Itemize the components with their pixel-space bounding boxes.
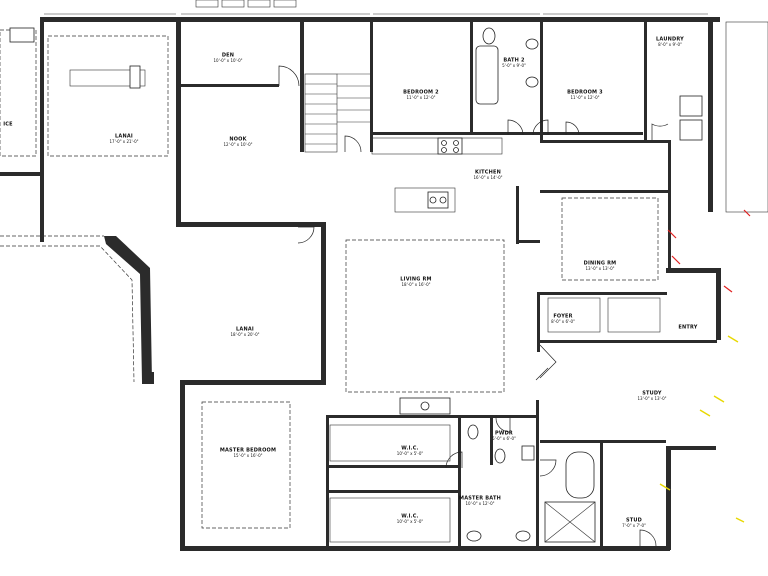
room-label-kitchen: KITCHEN bbox=[475, 170, 501, 176]
room-label-wic-1: W.I.C. bbox=[401, 446, 419, 452]
room-label-master-bath: MASTER BATH bbox=[459, 496, 501, 502]
room-label-bedroom-3: BEDROOM 3 bbox=[567, 90, 603, 96]
room-label-bath-2: BATH 2 bbox=[503, 58, 525, 64]
room-dim-living: 18'-0" x 16'-0" bbox=[402, 282, 431, 287]
room-label-nook: NOOK bbox=[229, 137, 247, 143]
exterior-walls bbox=[0, 17, 721, 551]
room-dim-laundry: 8'-0" x 9'-0" bbox=[658, 42, 682, 47]
room-label-foyer: FOYER bbox=[553, 314, 572, 320]
markup-marks bbox=[659, 209, 751, 523]
room-label-bedroom-2: BEDROOM 2 bbox=[403, 90, 439, 96]
room-dim-den: 10'-0" x 10'-0" bbox=[214, 58, 243, 63]
room-dim-bedroom-2: 11'-0" x 12'-0" bbox=[407, 95, 436, 100]
room-label-study: STUDY bbox=[642, 391, 662, 397]
room-dim-bedroom-3: 11'-0" x 12'-0" bbox=[571, 95, 600, 100]
room-label-lanai-lower: LANAI bbox=[236, 327, 254, 333]
door-swings bbox=[278, 65, 669, 547]
fixtures bbox=[9, 27, 703, 543]
title-block-fragment bbox=[195, 0, 297, 8]
room-label-entry: ENTRY bbox=[678, 325, 697, 331]
room-label-den: DEN bbox=[222, 53, 234, 59]
room-dim-master-bedroom: 15'-0" x 16'-0" bbox=[234, 453, 263, 458]
room-dim-wic-2: 10'-0" x 5'-0" bbox=[397, 519, 424, 524]
room-dim-wic-1: 10'-0" x 5'-0" bbox=[397, 451, 424, 456]
room-dim-bath-2: 5'-0" x 9'-0" bbox=[502, 63, 526, 68]
room-label-living: LIVING RM bbox=[400, 277, 431, 283]
room-dim-pwdr: 5'-0" x 6'-0" bbox=[492, 436, 516, 441]
room-dim-foyer: 8'-0" x 6'-0" bbox=[551, 319, 575, 324]
room-dim-dining: 13'-0" x 13'-0" bbox=[586, 266, 615, 271]
room-label-ice: ICE bbox=[3, 122, 13, 128]
room-dim-nook: 12'-0" x 10'-0" bbox=[224, 142, 253, 147]
lanai-bay-walls bbox=[0, 235, 154, 384]
room-dim-kitchen: 16'-0" x 14'-0" bbox=[474, 175, 503, 180]
room-label-stud: STUD bbox=[626, 518, 642, 524]
stairs bbox=[304, 73, 370, 153]
room-dim-lanai-lower: 18'-0" x 20'-0" bbox=[231, 332, 260, 337]
room-label-laundry: LAUNDRY bbox=[656, 37, 684, 43]
room-label-dining: DINING RM bbox=[584, 261, 617, 267]
room-dim-stud: 7'-0" x 7'-0" bbox=[622, 523, 646, 528]
room-label-lanai-upper: LANAI bbox=[115, 134, 133, 140]
room-label-wic-2: W.I.C. bbox=[401, 514, 419, 520]
room-labels: LANAI 17'-0" x 21'-0" DEN 10'-0" x 10'-0… bbox=[3, 37, 697, 529]
interior-walls bbox=[181, 22, 717, 550]
room-dim-study: 13'-0" x 13'-0" bbox=[638, 396, 667, 401]
room-dim-master-bath: 10'-0" x 12'-0" bbox=[466, 501, 495, 506]
room-dim-lanai-upper: 17'-0" x 21'-0" bbox=[110, 139, 139, 144]
room-label-master-bedroom: MASTER BEDROOM bbox=[220, 448, 276, 454]
room-label-pwdr: PWDR bbox=[495, 431, 513, 437]
ceiling-outlines bbox=[0, 21, 768, 543]
